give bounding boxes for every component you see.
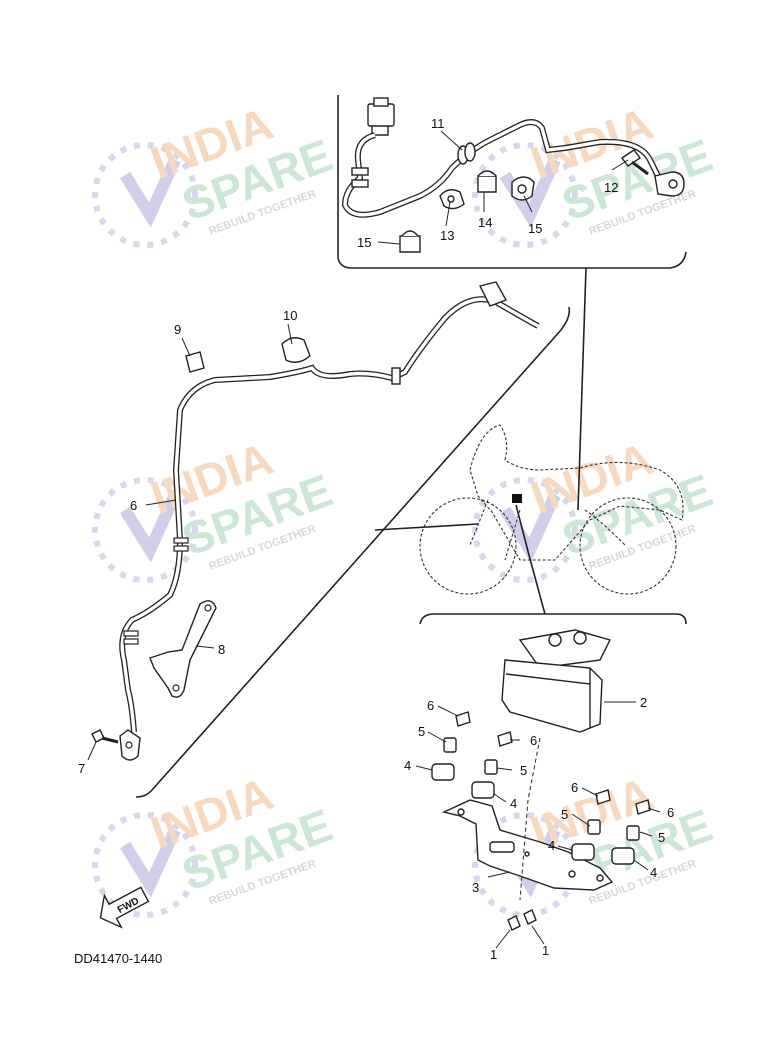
callout-9: 8 — [218, 642, 225, 657]
front-sensor-assembly — [91, 281, 540, 761]
watermark: INDIA SPARE REBUILD TOGETHER — [472, 97, 719, 248]
motorcycle-outline — [419, 424, 684, 595]
abs-detail-frame — [419, 613, 687, 625]
callout-15: 14 — [478, 215, 492, 230]
abs-assembly — [431, 629, 651, 931]
section-frames — [135, 95, 687, 798]
callout-4: 4 — [650, 865, 657, 880]
callout-7: 6 — [130, 498, 137, 513]
callout-6: 6 — [427, 698, 434, 713]
callout-13: 12 — [604, 180, 618, 195]
callout-2: 2 — [640, 695, 647, 710]
callout-11: 10 — [283, 308, 297, 323]
diagram-code: DD41470-1440 — [74, 951, 162, 966]
leader-left — [374, 523, 479, 531]
top-assembly — [341, 97, 685, 253]
sensor-connector — [367, 103, 395, 127]
callout-16: 15 — [357, 235, 371, 250]
fwd-arrow-icon: FWD — [99, 886, 150, 929]
callout-6: 6 — [530, 733, 537, 748]
leader-lines — [87, 130, 661, 949]
callout-5: 5 — [418, 724, 425, 739]
callout-15: 15 — [528, 221, 542, 236]
abs-mounting-guide — [519, 737, 541, 901]
callout-10: 9 — [174, 322, 181, 337]
callout-3: 3 — [472, 880, 479, 895]
callout-5: 5 — [658, 830, 665, 845]
callout-4: 4 — [404, 758, 411, 773]
left-detail-frame — [135, 306, 571, 798]
watermark: INDIA SPARE REBUILD TOGETHER — [92, 97, 339, 248]
callout-1: 1 — [490, 947, 497, 962]
callout-1: 1 — [542, 943, 549, 958]
callout-6: 6 — [571, 780, 578, 795]
callout-5: 5 — [561, 807, 568, 822]
callout-4: 4 — [548, 838, 555, 853]
callout-6: 6 — [667, 805, 674, 820]
callout-4: 4 — [510, 796, 517, 811]
callout-14: 13 — [440, 228, 454, 243]
callout-5: 5 — [520, 763, 527, 778]
callout-12: 11 — [431, 116, 445, 131]
top-detail-frame — [337, 95, 687, 269]
leader-top — [577, 267, 587, 511]
callout-labels: 11 12 13 14 15 15 10 9 6 8 7 2 3 6 6 6 6… — [78, 116, 674, 962]
callout-8: 7 — [78, 761, 85, 776]
abs-location-marker — [512, 494, 522, 503]
